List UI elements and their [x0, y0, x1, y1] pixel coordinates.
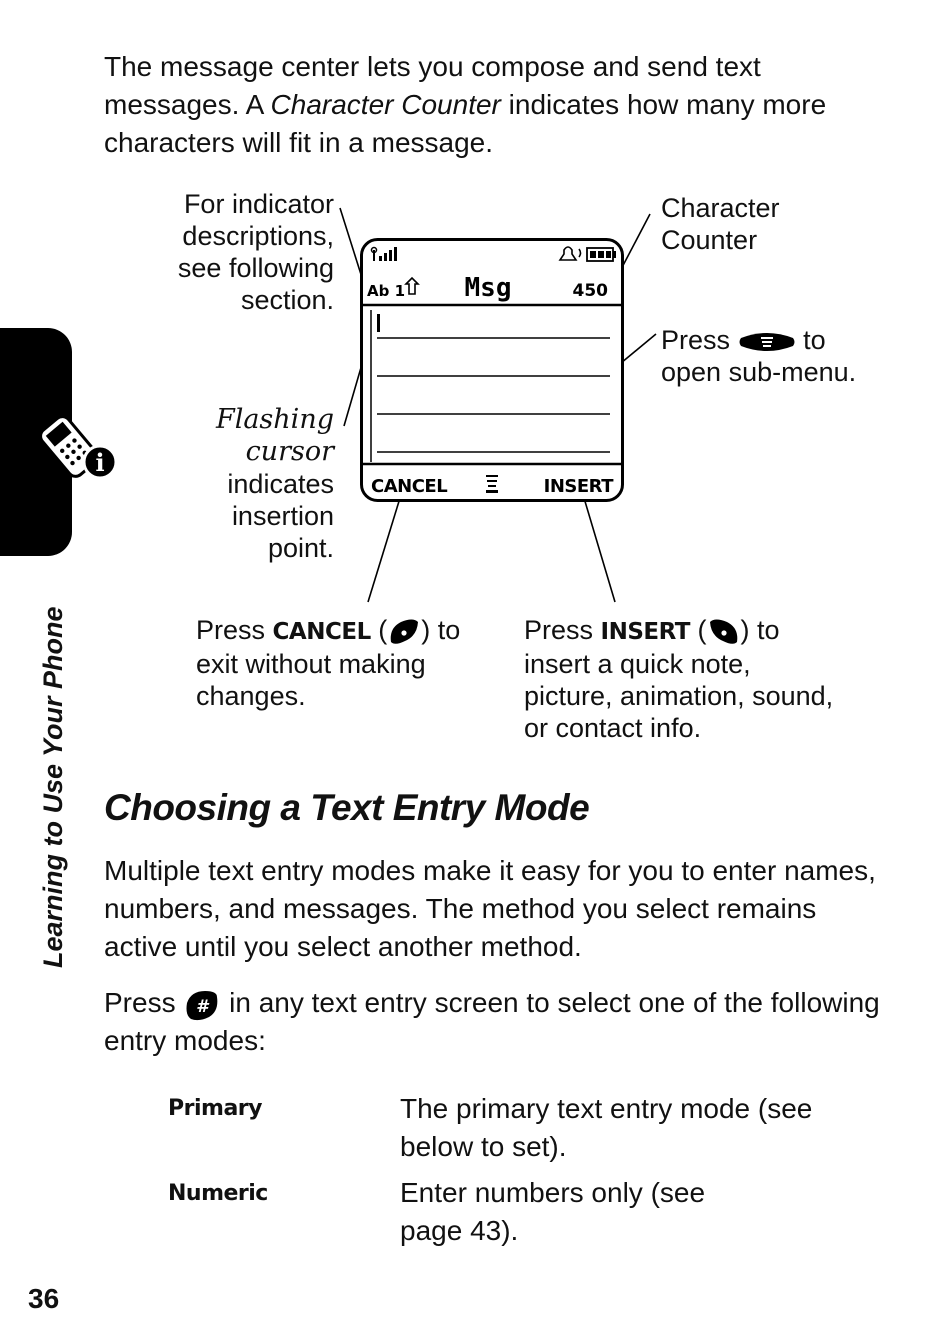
mode-name-numeric: Numeric — [168, 1181, 268, 1206]
svg-text:i: i — [95, 448, 104, 477]
menu-key-icon — [739, 332, 795, 351]
cancel-key-name: CANCEL — [272, 619, 372, 645]
character-counter-term: Character Counter — [270, 89, 501, 120]
insert-leader-line — [583, 497, 616, 603]
flashing-cursor — [377, 314, 380, 332]
section-heading: Choosing a Text Entry Mode — [104, 787, 590, 828]
cancel-leader-line — [367, 497, 401, 603]
ring-alert-icon — [558, 246, 582, 261]
character-counter: 450 — [573, 281, 609, 301]
mode-desc-numeric: Enter numbers only (see page 43). — [400, 1177, 706, 1246]
svg-text:#: # — [196, 997, 210, 1017]
counter-callout: Character Counter — [661, 193, 780, 255]
signal-strength-icon — [370, 246, 397, 261]
phone-info-icon: i — [39, 415, 118, 480]
page-number: 36 — [28, 1283, 60, 1314]
left-soft-key-icon — [390, 619, 419, 644]
insert-key-name: INSERT — [600, 619, 691, 645]
menu-callout: Press to open sub-menu. — [661, 325, 857, 387]
entry-mode-indicator: Ab 1 — [367, 282, 405, 300]
soft-key-cancel-label: CANCEL — [371, 476, 447, 497]
section-paragraph-1: Multiple text entry modes make it easy f… — [104, 855, 876, 962]
battery-icon — [586, 247, 616, 262]
shift-arrow-icon — [404, 276, 420, 295]
indicator-callout: For indicator descriptions, see followin… — [177, 189, 334, 315]
cancel-callout: Press CANCEL ( ) to exit without making … — [196, 615, 461, 711]
section-paragraph-2: Press # in any text entry screen to sele… — [104, 987, 880, 1056]
mode-desc-primary: The primary text entry mode (see below t… — [400, 1093, 813, 1162]
mode-name-primary: Primary — [168, 1096, 262, 1121]
menu-indicator-icon — [486, 475, 498, 493]
soft-key-insert-label: INSERT — [544, 476, 615, 497]
pound-key-icon: # — [186, 990, 218, 1020]
right-soft-key-icon — [709, 619, 737, 644]
insert-callout: Press INSERT ( ) to insert a quick note,… — [524, 615, 834, 743]
intro-paragraph: The message center lets you compose and … — [104, 51, 827, 158]
flashing-cursor-term: Flashing cursor — [215, 404, 334, 467]
cursor-callout: Flashing cursor indicates insertion poin… — [160, 404, 334, 564]
phone-screen: Ab 1 Msg 450 CANCEL INSERT — [360, 238, 624, 502]
screen-title: Msg — [465, 273, 512, 303]
